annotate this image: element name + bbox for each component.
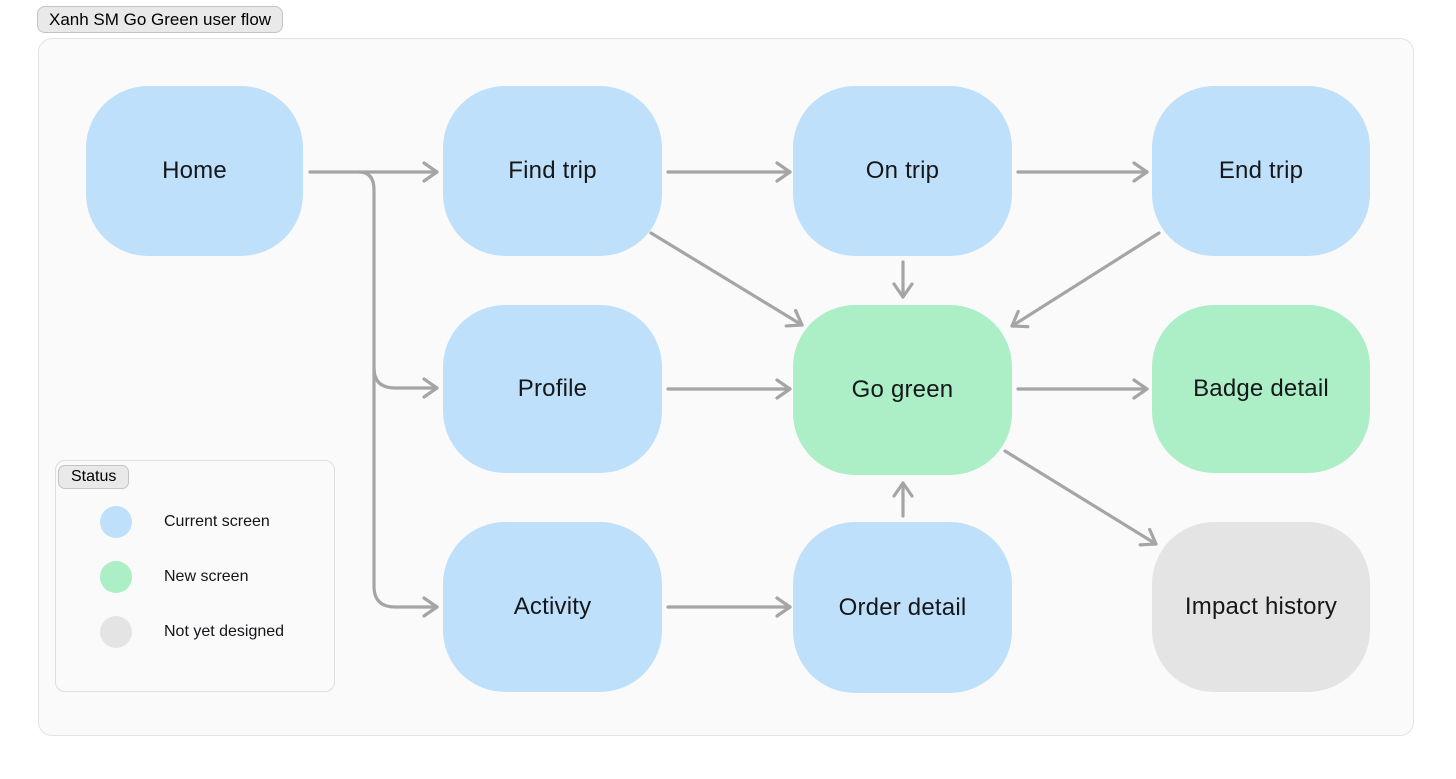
node-impact-history[interactable]: Impact history (1152, 522, 1370, 692)
node-find-trip[interactable]: Find trip (443, 86, 662, 256)
status-legend-items: Current screen New screen Not yet design… (100, 506, 284, 648)
node-on-trip[interactable]: On trip (793, 86, 1012, 256)
legend-item-new-screen: New screen (100, 561, 284, 593)
node-profile[interactable]: Profile (443, 305, 662, 473)
legend-item-not-yet-designed: Not yet designed (100, 616, 284, 648)
legend-item-label: Current screen (164, 513, 270, 530)
status-legend-title-tab: Status (58, 465, 130, 489)
node-home[interactable]: Home (86, 86, 303, 256)
node-end-trip[interactable]: End trip (1152, 86, 1370, 256)
not-yet-designed-swatch-icon (100, 616, 132, 648)
node-go-green[interactable]: Go green (793, 305, 1012, 475)
flow-title-tab[interactable]: Xanh SM Go Green user flow (37, 6, 284, 33)
node-order-detail[interactable]: Order detail (793, 522, 1012, 693)
legend-item-label: Not yet designed (164, 623, 285, 640)
legend-item-label: New screen (164, 568, 249, 585)
node-activity[interactable]: Activity (443, 522, 662, 692)
node-badge-detail[interactable]: Badge detail (1152, 305, 1370, 473)
legend-item-current-screen: Current screen (100, 506, 284, 538)
status-legend: Status Current screen New screen Not yet… (55, 460, 335, 692)
current-screen-swatch-icon (100, 506, 132, 538)
new-screen-swatch-icon (100, 561, 132, 593)
